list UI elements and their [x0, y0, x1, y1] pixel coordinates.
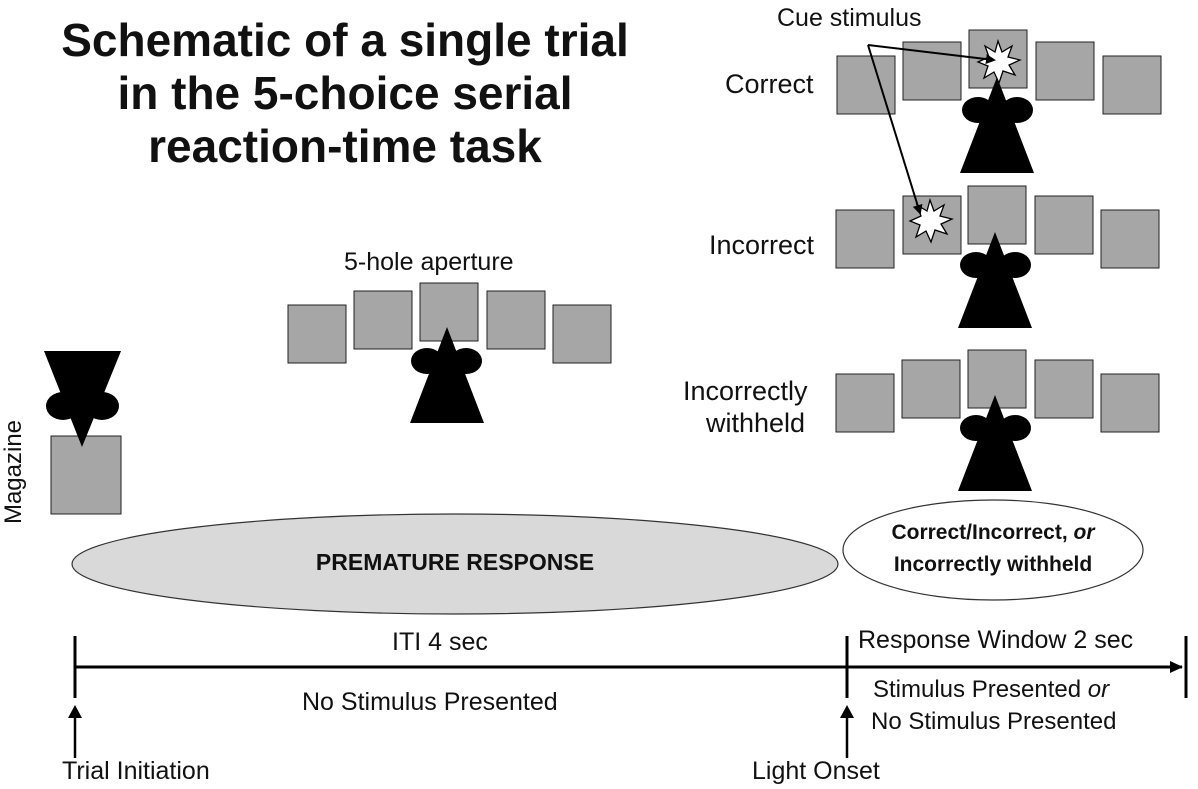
- trial-initiation-arrow: [68, 705, 82, 758]
- premature-response-ellipse: [71, 513, 839, 615]
- incorrect-label: Incorrect: [709, 230, 815, 260]
- mouse-icon-center: [410, 327, 484, 423]
- response-window-label: Response Window 2 sec: [858, 626, 1134, 654]
- stimulus-or-label-line1: Stimulus Presented or: [873, 676, 1110, 703]
- mouse-icon-magazine: [44, 351, 121, 447]
- aperture-center: [287, 282, 612, 364]
- iti-label: ITI 4 sec: [392, 628, 488, 656]
- mouse-icon-correct: [960, 77, 1034, 173]
- no-stimulus-label: No Stimulus Presented: [302, 688, 558, 716]
- page-title-line1: Schematic of a single trial: [61, 14, 629, 66]
- cue-stimulus-label: Cue stimulus: [777, 4, 922, 32]
- correct-label: Correct: [725, 69, 814, 99]
- magazine-label: Magazine: [0, 419, 28, 525]
- light-onset-label: Light Onset: [752, 757, 880, 785]
- aperture-label: 5-hole aperture: [344, 248, 514, 276]
- page-title-line2: in the 5-choice serial: [117, 67, 573, 119]
- outcome-label-line1: Correct/Incorrect, or: [891, 521, 1095, 544]
- page-title-line3: reaction-time task: [148, 120, 542, 172]
- magazine-box: [50, 435, 122, 515]
- incorrectly-withheld-label-line2: withheld: [706, 408, 806, 438]
- trial-initiation-label: Trial Initiation: [62, 757, 210, 785]
- light-onset-arrow: [840, 705, 854, 758]
- cue-arrow-incorrect: [867, 44, 923, 215]
- incorrectly-withheld-label-line1: Incorrectly: [683, 376, 808, 406]
- outcome-label-line2: Incorrectly withheld: [893, 553, 1093, 576]
- mouse-icon-withheld: [958, 395, 1032, 491]
- cue-arrow-correct: [867, 44, 996, 65]
- mouse-icon-incorrect: [958, 232, 1032, 328]
- aperture-incorrect: [835, 185, 1160, 269]
- premature-response-label: PREMATURE RESPONSE: [315, 549, 595, 575]
- aperture-withheld: [835, 349, 1160, 433]
- stimulus-or-label-line2: No Stimulus Presented: [871, 708, 1117, 735]
- outcome-ellipse: [842, 499, 1144, 601]
